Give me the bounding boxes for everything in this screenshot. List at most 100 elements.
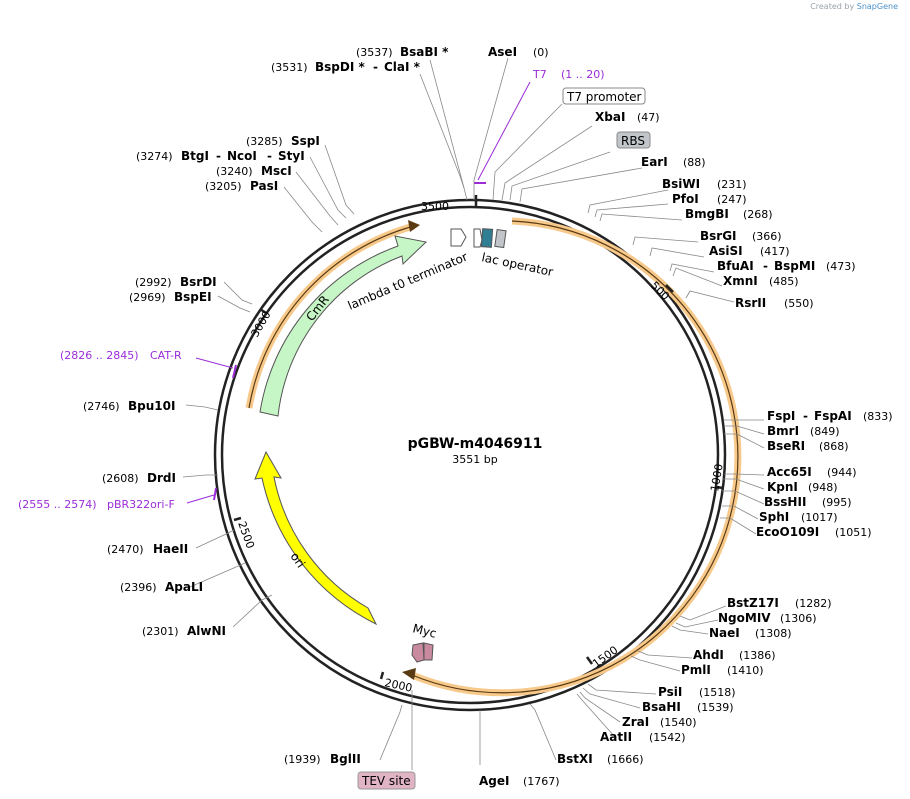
site-eari-name: EarI: [641, 155, 668, 169]
pbr322-leader: [186, 494, 215, 504]
site-haeii-name: HaeII: [153, 542, 188, 556]
rbs-label-box: [616, 131, 651, 149]
tick-3500: 3500: [421, 200, 449, 213]
site-drdi-name: DrdI: [147, 471, 176, 485]
site-xbai-pos: (47): [637, 111, 660, 124]
tick-2000: 2000: [383, 676, 413, 695]
site-pasi-pos: (3205): [205, 180, 242, 193]
rbs-box: [494, 228, 507, 249]
site-naei-pos: (1308): [755, 627, 792, 640]
site-acc65i-pos: (944): [827, 466, 857, 479]
site-rsrii-name: RsrII: [735, 296, 766, 310]
credit-prefix: Created by: [810, 2, 855, 11]
site-zrai-pos: (1540): [660, 716, 697, 729]
orf-arc-left-line: [248, 225, 415, 409]
site-bspei-pos: (2969): [129, 291, 166, 304]
site-ngomiv-pos: (1306): [780, 612, 817, 625]
site-asisi-pos: (417): [760, 245, 790, 258]
ori-arrow: [254, 450, 378, 626]
site-btgi-sep2: -: [267, 149, 272, 163]
pbr322-primer-mark: [213, 487, 217, 501]
t7-primer-leader: [477, 81, 531, 181]
site-bspdi-sep: -: [373, 60, 378, 74]
site-bfuai-name: BfuAI: [717, 259, 754, 273]
site-agei-pos: (1767): [523, 775, 560, 788]
site-leaders: [182, 57, 765, 770]
site-styi-name: StyI: [278, 149, 305, 163]
myc-arrow: [411, 642, 425, 663]
site-eco0109i-pos: (1051): [835, 526, 872, 539]
site-msci-pos: (3240): [216, 165, 253, 178]
site-alwni-name: AlwNI: [187, 624, 226, 638]
site-sphi-name: SphI: [759, 510, 789, 524]
site-bmri-name: BmrI: [767, 424, 799, 438]
site-psii-name: PsiI: [658, 685, 682, 699]
site-btgi-name: BtgI: [181, 149, 209, 163]
site-bsrgi-name: BsrGI: [700, 229, 737, 243]
site-xmni-name: XmnI: [723, 274, 758, 288]
site-fspi-name: FspI: [767, 409, 795, 423]
position-ticks: [233, 195, 724, 680]
site-bstz17i-name: BstZ17I: [727, 596, 779, 610]
site-pasi-name: PasI: [250, 179, 278, 193]
lac-operator-label: lac operator: [480, 250, 554, 279]
site-pfoi-name: PfoI: [672, 192, 699, 206]
cat-r-primer-mark: [232, 364, 237, 379]
site-bsrdi-name: BsrDI: [180, 275, 217, 289]
site-bmgbi-pos: (268): [743, 208, 773, 221]
site-aatii-name: AatII: [600, 730, 632, 744]
tev-site-box: [357, 771, 416, 790]
site-bpu10i-pos: (2746): [83, 400, 120, 413]
pbr322-pos: (2555 .. 2574): [18, 498, 97, 511]
site-pmli-name: PmlI: [681, 663, 711, 677]
site-bglii-pos: (1939): [284, 753, 321, 766]
site-bstxi-name: BstXI: [557, 752, 593, 766]
site-bspdi-pos: (3531): [271, 61, 308, 74]
lambda-t0-arrow: [450, 228, 467, 247]
pbr322-name: pBR322ori-F: [107, 498, 175, 511]
site-asei-name: AseI: [488, 45, 517, 59]
site-apali-pos: (2396): [120, 581, 157, 594]
site-ahdi-name: AhdI: [693, 648, 724, 662]
site-pmli-pos: (1410): [727, 664, 764, 677]
orf-arc-main-arrowhead: [402, 668, 416, 680]
site-clai-name: ClaI *: [384, 60, 421, 74]
site-ahdi-pos: (1386): [739, 649, 776, 662]
site-apali-name: ApaLI: [165, 580, 203, 594]
site-bsiwi-pos: (231): [717, 178, 747, 191]
site-asei-pos: (0): [533, 46, 549, 59]
site-fspai-name: FspAI: [814, 409, 852, 423]
site-xbai-name: XbaI: [595, 110, 625, 124]
myc-label: Myc: [411, 621, 438, 640]
rbs-label: RBS: [621, 134, 645, 148]
site-btgi-pos: (3274): [136, 150, 173, 163]
backbone-inner: [220, 205, 720, 705]
site-eari-pos: (88): [683, 156, 706, 169]
site-ncoi-name: NcoI: [227, 149, 257, 163]
plasmid-size: 3551 bp: [452, 453, 497, 466]
site-fspi-pos: (833): [863, 410, 893, 423]
site-aatii-pos: (1542): [649, 731, 686, 744]
orf-arc-main-line: [411, 220, 739, 694]
site-bmgbi-name: BmgBI: [685, 207, 729, 221]
cat-r-name: CAT-R: [150, 349, 182, 362]
tick-1000: 1000: [708, 463, 726, 493]
site-bstz17i-pos: (1282): [795, 597, 832, 610]
cmr-arrow: [259, 235, 428, 417]
site-sspi-pos: (3285): [246, 135, 283, 148]
site-haeii-pos: (2470): [107, 543, 144, 556]
site-kpni-pos: (948): [808, 481, 838, 494]
site-msci-name: MscI: [261, 164, 292, 178]
site-alwni-pos: (2301): [142, 625, 179, 638]
site-bsshii-name: BssHII: [764, 495, 806, 509]
site-psii-pos: (1518): [699, 686, 736, 699]
site-bsshii-pos: (995): [822, 496, 852, 509]
site-bfuai-sep: -: [763, 259, 768, 273]
site-bsabi-pos: (3537): [356, 46, 393, 59]
site-bsrgi-pos: (366): [752, 230, 782, 243]
site-bpu10i-name: Bpu10I: [128, 399, 175, 413]
snapgene-credit: Created by SnapGene: [810, 2, 898, 11]
site-bsiwi-name: BsiWI: [662, 177, 700, 191]
lac-operator-small-arrow: [473, 228, 483, 248]
